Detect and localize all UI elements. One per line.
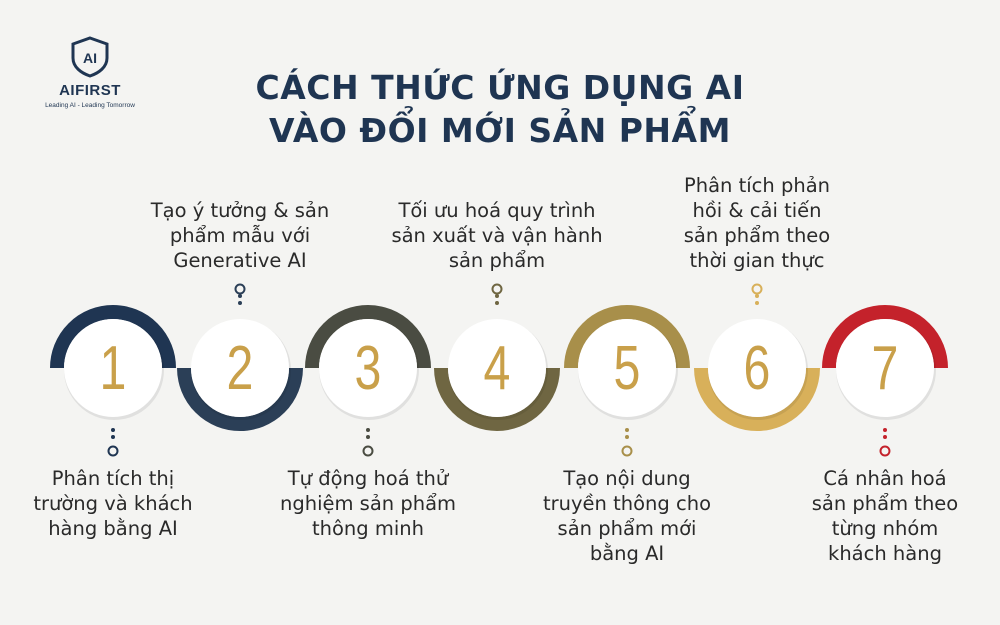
connector-dot <box>625 435 629 439</box>
step-2-disc <box>191 319 289 417</box>
step-4-ring <box>434 367 560 431</box>
label-line: khách hàng <box>828 542 942 565</box>
connector-dot <box>238 294 242 298</box>
label-line: sản phẩm theo <box>811 492 959 515</box>
connector-dot <box>755 294 759 298</box>
step-4-number: 4 <box>484 333 511 402</box>
step-2-ring <box>177 367 303 431</box>
step-6-disc <box>708 319 806 417</box>
label-line: hàng bằng AI <box>48 517 178 540</box>
step-1-ring <box>50 305 176 369</box>
step-1-disc <box>64 319 162 417</box>
step-6-number: 6 <box>744 333 771 402</box>
step-5-number: 5 <box>614 333 641 402</box>
label-line: từng nhóm <box>831 517 939 540</box>
label-line: bằng AI <box>589 542 665 565</box>
label-line: nghiệm sản phẩm <box>279 492 457 515</box>
label-line: trường và khách <box>33 492 193 515</box>
label-line: sản xuất và vận hành <box>391 224 603 247</box>
label-line: truyền thông cho <box>543 492 711 515</box>
title-line-1: CÁCH THỨC ỨNG DỤNG AI <box>255 68 745 107</box>
step-3-number: 3 <box>355 333 382 402</box>
connector-ring <box>751 283 763 295</box>
logo-name: AIFIRST <box>59 82 121 99</box>
step-3: 3 <box>305 305 431 457</box>
label-line: Phân tích phản <box>683 174 830 197</box>
connector-ring <box>234 283 246 295</box>
step-5-ring <box>564 305 690 369</box>
step-5: 5 <box>564 305 690 457</box>
step-6-ring <box>694 367 820 431</box>
connector-dot <box>625 428 629 432</box>
connector-ring <box>491 283 503 295</box>
connector-ring <box>107 445 119 457</box>
label-line: thời gian thực <box>689 249 825 272</box>
step-5-disc <box>578 319 676 417</box>
step-1-number: 1 <box>100 333 127 402</box>
step-6: 6 <box>694 283 820 431</box>
step-3-ring <box>305 305 431 369</box>
connector-dot <box>111 428 115 432</box>
shield-icon: AI <box>71 36 109 78</box>
label-line: Tự động hoá thử <box>287 467 449 490</box>
label-line: phẩm mẫu với <box>169 224 311 247</box>
title-line-2: VÀO ĐỔI MỚI SẢN PHẨM <box>269 111 731 150</box>
label-line: sản phẩm mới <box>557 517 697 540</box>
logo-mark: AI <box>83 50 97 66</box>
step-2-number: 2 <box>227 333 254 402</box>
connector-dot <box>238 301 242 305</box>
connector-dot <box>366 428 370 432</box>
label-line: Tối ưu hoá quy trình <box>398 199 596 222</box>
step-7: 7 <box>822 305 948 457</box>
step-3-disc <box>319 319 417 417</box>
connector-dot <box>495 301 499 305</box>
step-7-ring <box>822 305 948 369</box>
connector-dot <box>755 301 759 305</box>
label-line: Tạo ý tưởng & sản <box>150 199 330 222</box>
step-4-disc <box>448 319 546 417</box>
connector-ring <box>879 445 891 457</box>
step-4: 4 <box>434 283 560 431</box>
step-7-disc <box>836 319 934 417</box>
label-line: sản phẩm <box>448 249 546 272</box>
step-2: 2 <box>177 283 303 431</box>
connector-dot <box>366 435 370 439</box>
connector-dot <box>495 294 499 298</box>
label-line: sản phẩm theo <box>683 224 831 247</box>
step-7-number: 7 <box>872 333 899 402</box>
page-title: CÁCH THỨC ỨNG DỤNG AI VÀO ĐỔI MỚI SẢN PH… <box>0 66 1000 152</box>
label-line: hồi & cải tiến <box>692 199 822 222</box>
connector-ring <box>621 445 633 457</box>
step-1: 1 <box>50 305 176 457</box>
connector-dot <box>883 435 887 439</box>
connector-ring <box>362 445 374 457</box>
label-line: Phân tích thị <box>51 467 175 490</box>
label-line: Tạo nội dung <box>563 467 691 490</box>
label-line: Cá nhân hoá <box>823 467 947 490</box>
label-line: Generative AI <box>173 249 307 272</box>
logo-tagline: Leading AI - Leading Tomorrow <box>45 102 135 109</box>
brand-logo: AI AIFIRST Leading AI - Leading Tomorrow <box>30 36 150 109</box>
connector-dot <box>883 428 887 432</box>
connector-dot <box>111 435 115 439</box>
label-line: thông minh <box>311 517 424 540</box>
